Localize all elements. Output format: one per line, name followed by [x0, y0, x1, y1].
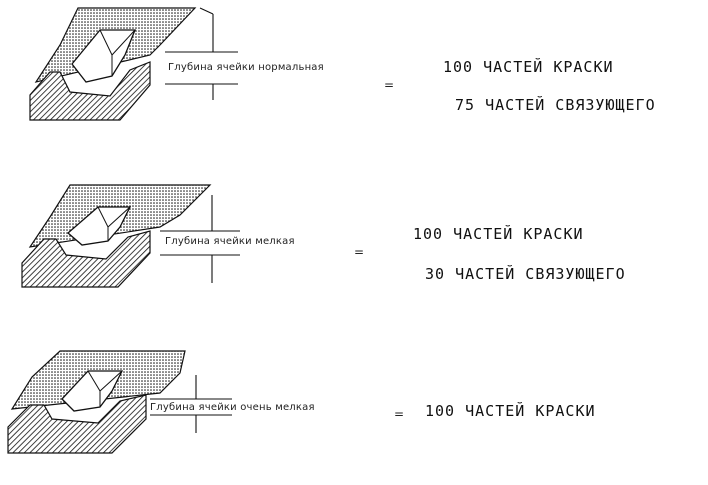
- ratio-line-binder: 75 ЧАСТЕЙ СВЯЗУЮЩЕГО: [455, 96, 656, 114]
- depth-label: Глубина ячейки очень мелкая: [150, 402, 315, 413]
- row-shallow-depth: Глубина ячейки мелкая = 100 ЧАСТЕЙ КРАСК…: [0, 175, 708, 325]
- ink-ratio-diagram: Глубина ячейки нормальная = 100 ЧАСТЕЙ К…: [0, 0, 708, 454]
- depth-label: Глубина ячейки мелкая: [165, 236, 295, 247]
- ratio-line-ink: 100 ЧАСТЕЙ КРАСКИ: [425, 402, 596, 420]
- cell-base: [29, 61, 151, 121]
- cell-cross-section-shallow: [21, 184, 240, 288]
- equals-sign: =: [354, 245, 365, 259]
- depth-label: Глубина ячейки нормальная: [168, 62, 324, 73]
- cell-base: [21, 230, 151, 288]
- equals-sign: =: [384, 78, 395, 92]
- row-normal-depth: Глубина ячейки нормальная = 100 ЧАСТЕЙ К…: [0, 0, 708, 150]
- ratio-line-ink: 100 ЧАСТЕЙ КРАСКИ: [443, 58, 614, 76]
- cell-cross-section-very-shallow: [7, 350, 232, 454]
- ratio-line-ink: 100 ЧАСТЕЙ КРАСКИ: [413, 225, 584, 243]
- equals-sign: =: [394, 407, 405, 421]
- cell-base: [7, 394, 147, 454]
- ratio-line-binder: 30 ЧАСТЕЙ СВЯЗУЮЩЕГО: [425, 265, 626, 283]
- row-very-shallow-depth: Глубина ячейки очень мелкая = 100 ЧАСТЕЙ…: [0, 335, 708, 485]
- cell-cross-section-normal: [29, 7, 238, 121]
